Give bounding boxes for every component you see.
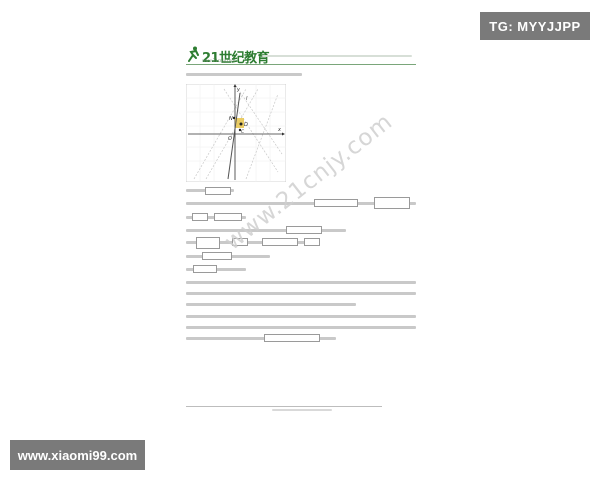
formula-box (196, 237, 220, 249)
text-line (186, 241, 316, 244)
footer-caption-line (272, 409, 332, 411)
origin-label: O (228, 136, 232, 142)
formula-box (193, 265, 217, 273)
logo-text: 21世纪教育 (202, 51, 270, 66)
text-line (186, 73, 302, 76)
formula-box (314, 199, 358, 207)
coordinate-figure: y x O D N C l (186, 84, 286, 182)
logo-url: www.21cnjy.com (202, 58, 236, 63)
formula-box (262, 238, 298, 246)
text-line (186, 202, 416, 205)
line-l (227, 92, 241, 180)
point-d-label: D (244, 122, 248, 128)
site-badge: www.xiaomi99.com (10, 440, 145, 470)
formula-box (374, 197, 410, 209)
x-axis-label: x (277, 127, 281, 133)
point-c-label: C (241, 129, 245, 135)
formula-box (214, 213, 242, 221)
header-caption-line (262, 55, 412, 57)
formula-box (192, 213, 208, 221)
footer-rule (186, 406, 382, 407)
y-axis-label: y (236, 87, 241, 93)
highlight-region (235, 118, 244, 128)
formula-box (304, 238, 320, 246)
text-line (186, 326, 416, 329)
tg-badge: TG: MYYJJPP (480, 12, 590, 40)
site-logo: 21世纪教育 www.21cnjy.com (186, 46, 270, 66)
text-line (186, 281, 416, 284)
formula-box (202, 252, 232, 260)
line-l-label: l (246, 96, 248, 102)
point-n-label: N (229, 116, 233, 122)
text-line (186, 292, 416, 295)
formula-box (205, 187, 231, 195)
formula-box (264, 334, 320, 342)
formula-box (286, 226, 322, 234)
text-line (186, 303, 356, 306)
runner-logo-icon (188, 46, 199, 62)
text-line (186, 229, 346, 232)
text-line (186, 337, 336, 340)
formula-box (232, 238, 248, 246)
text-line (186, 315, 416, 318)
header-rule (186, 64, 416, 65)
